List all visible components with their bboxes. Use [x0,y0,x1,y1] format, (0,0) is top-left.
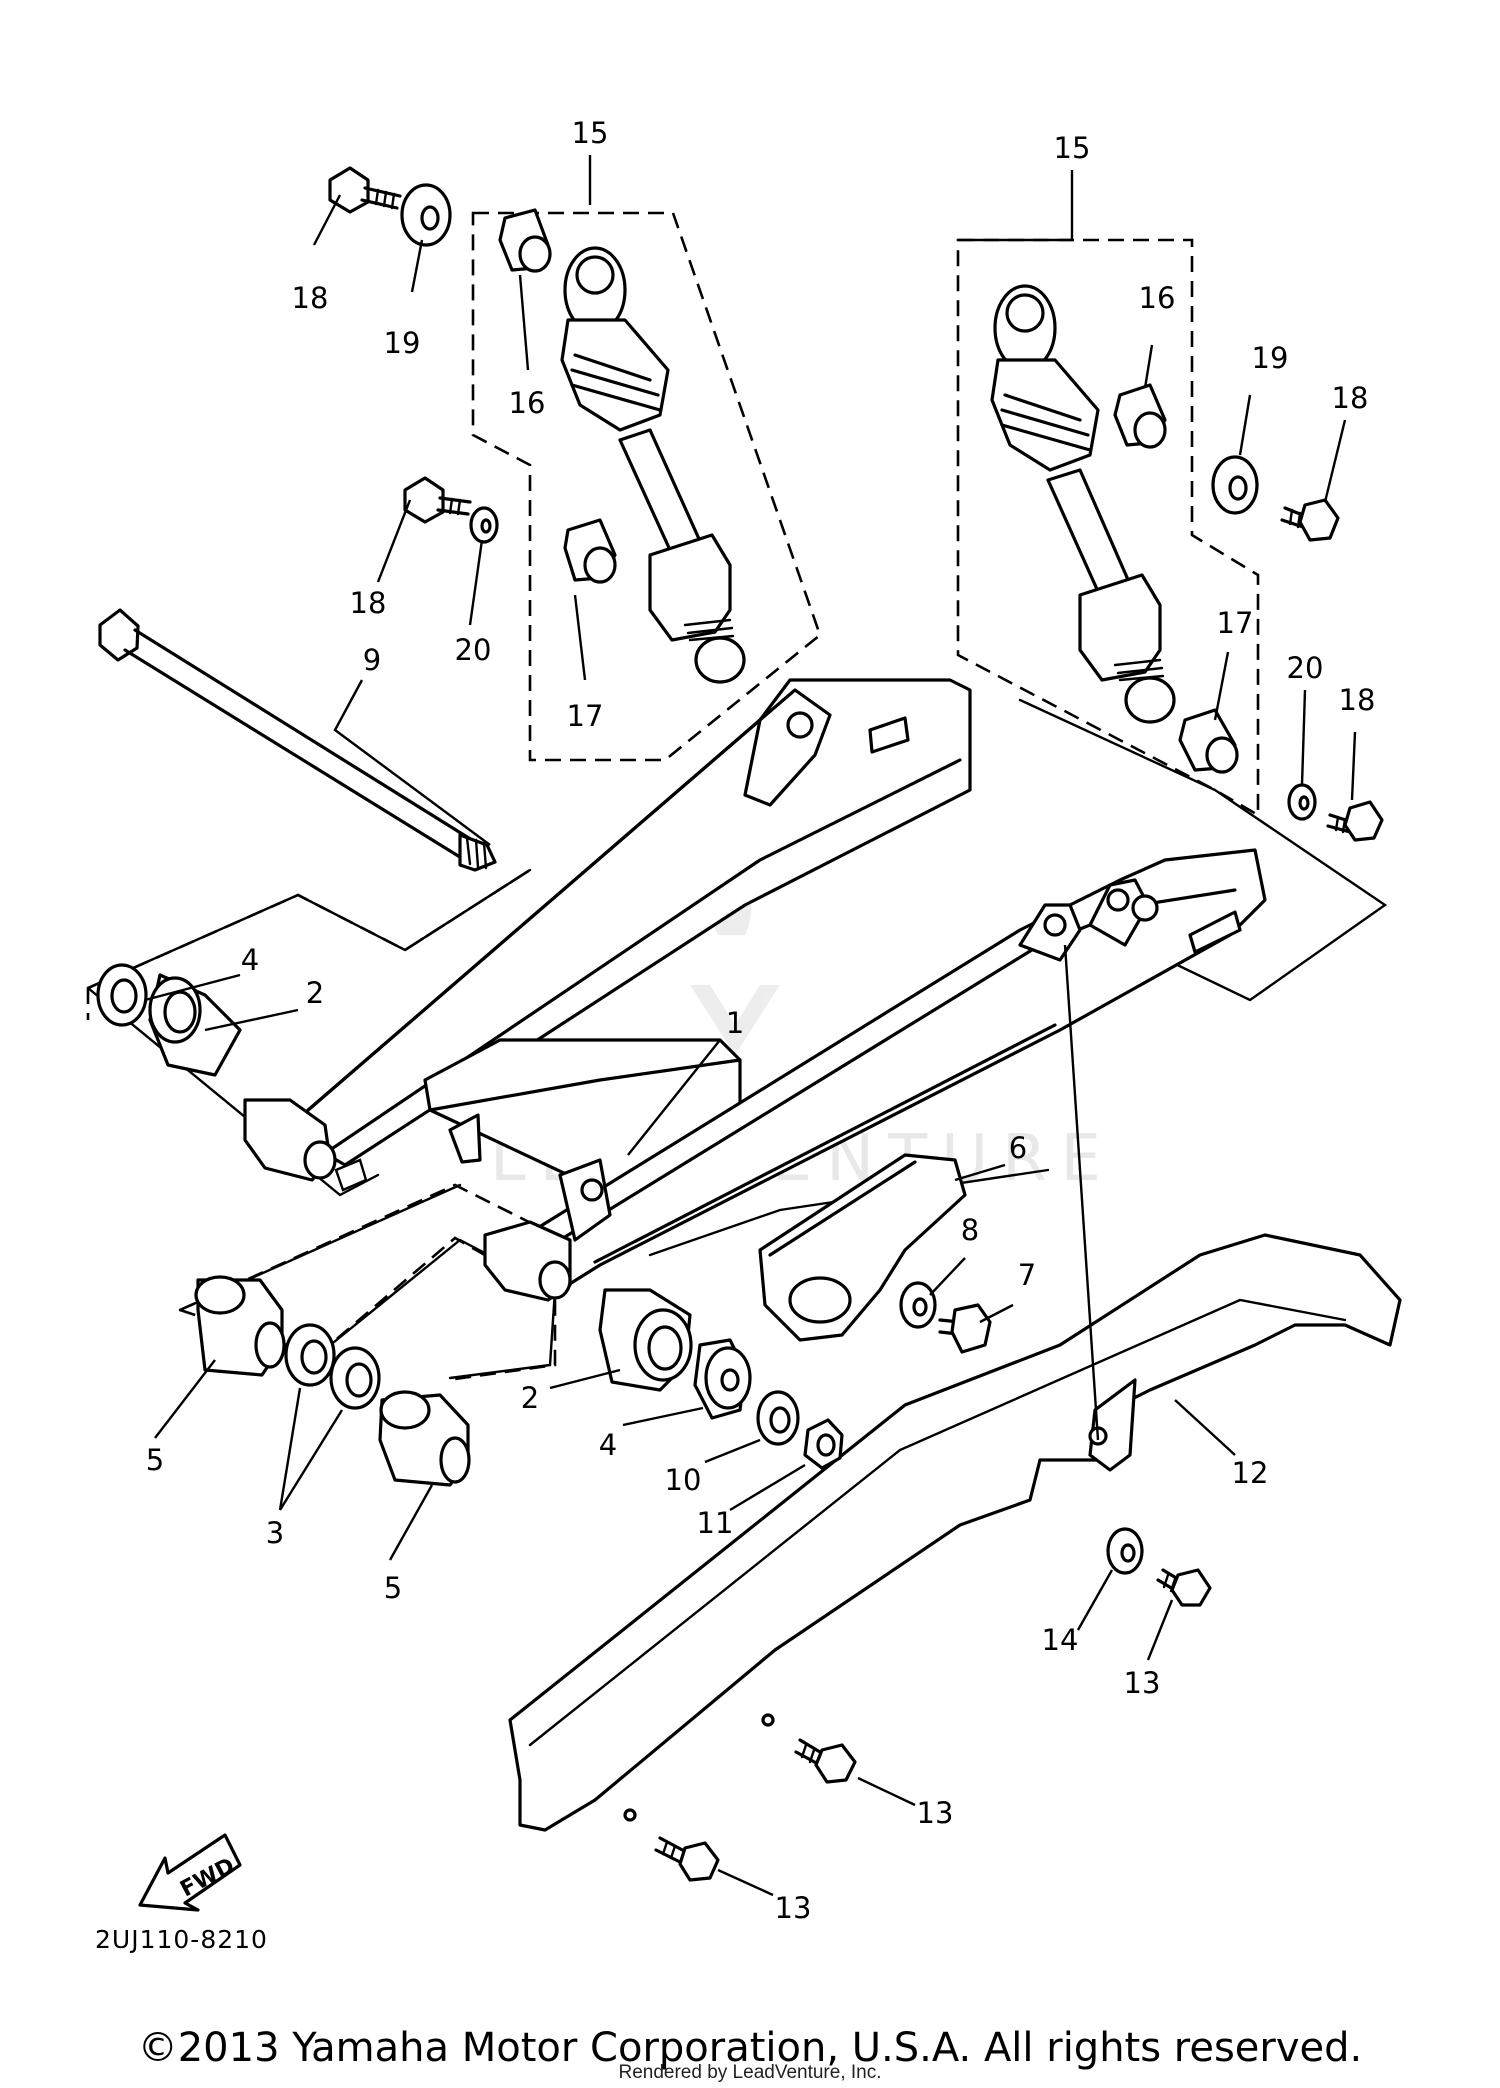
callout-7: 7 [1018,1258,1036,1292]
callout-4-left: 4 [241,943,259,977]
callout-4-right: 4 [599,1428,617,1462]
washer-20-right [1287,783,1317,821]
callout-13-middle: 13 [917,1796,954,1830]
callout-13-right: 13 [1124,1666,1161,1700]
copyright-notice: ©2013 Yamaha Motor Corporation, U.S.A. A… [137,2025,1363,2071]
bushing-17-left [563,518,617,584]
chain-pull-block-6 [758,1153,967,1342]
collar-5-lower [378,1390,471,1487]
callout-17-right: 17 [1217,606,1254,640]
collar-5-upper [194,1275,286,1377]
bushing-2-left [148,973,242,1077]
bolt-18-lower-right [1326,800,1384,842]
bushing-17-right [1178,708,1239,774]
bolt-7 [938,1303,992,1354]
chain-case-mount-leader [1063,944,1100,1441]
callout-18-mid-left: 18 [350,586,387,620]
callout-19-right: 19 [1252,341,1289,375]
oil-seal-4-left [96,963,148,1027]
callout-14: 14 [1042,1623,1079,1657]
bolt-18-mid-left [403,476,472,524]
callout-20-right: 20 [1287,651,1324,685]
callout-2-left: 2 [306,976,324,1010]
bolt-13-lower [654,1836,720,1882]
callout-18-top-left: 18 [292,281,329,315]
oil-seal-3-a [284,1323,336,1387]
bushing-2-right [598,1288,693,1392]
callout-11: 11 [697,1506,734,1540]
oil-seal-3-b [329,1346,381,1410]
chain-case-12 [508,1233,1402,1832]
leader-lines [144,155,1357,1897]
callout-2-right: 2 [521,1381,539,1415]
rear-arm-1 [243,678,1267,1302]
callout-15-right: 15 [1054,131,1091,165]
callout-8: 8 [961,1213,979,1247]
callout-17-left: 17 [567,699,604,733]
drawing-code: 2UJ110-8210 [95,1925,268,1954]
forward-direction-arrow: FWD [138,1833,242,1912]
bushing-16-right [1113,383,1167,449]
callout-20-left: 20 [455,633,492,667]
callout-1: 1 [726,1006,744,1040]
callout-labels: 15 15 16 16 18 19 19 18 18 20 17 17 20 1… [146,116,1376,1925]
washer-8 [899,1281,937,1329]
callout-12: 12 [1232,1456,1269,1490]
callout-3: 3 [266,1516,284,1550]
bolt-13-middle [794,1738,857,1784]
bushing-16-left [498,208,552,273]
rendered-by-credit: Rendered by LeadVenture, Inc. [618,2062,882,2083]
bolt-18-top-left [328,166,402,214]
washer-10 [756,1390,800,1446]
bolt-13-right [1156,1568,1212,1607]
callout-6: 6 [1009,1131,1027,1165]
washer-14 [1106,1527,1144,1575]
washer-19-right [1211,455,1259,515]
callout-5-lower: 5 [384,1571,402,1605]
callout-16-left: 16 [509,386,546,420]
callout-10: 10 [665,1463,702,1497]
callout-5-upper: 5 [146,1443,164,1477]
washer-20-left [469,506,499,544]
rear-shock-absorber-left [560,246,746,684]
callout-16-right: 16 [1139,281,1176,315]
callout-19-left: 19 [384,326,421,360]
rear-shock-absorber-right [990,284,1176,724]
bolt-18-upper-right [1280,498,1340,542]
pivot-shaft-9 [98,608,497,872]
shock-assembly-right-boundary [956,238,1260,818]
callout-18-upper-right: 18 [1332,381,1369,415]
nut-11 [803,1418,844,1470]
callout-9: 9 [363,643,381,677]
oil-seal-4-right [693,1338,752,1420]
callout-13-lower: 13 [775,1891,812,1925]
callout-15-left: 15 [572,116,609,150]
washer-19-top-left [400,183,452,247]
shock-assembly-left-boundary [471,211,822,762]
callout-18-lower-right: 18 [1339,683,1376,717]
